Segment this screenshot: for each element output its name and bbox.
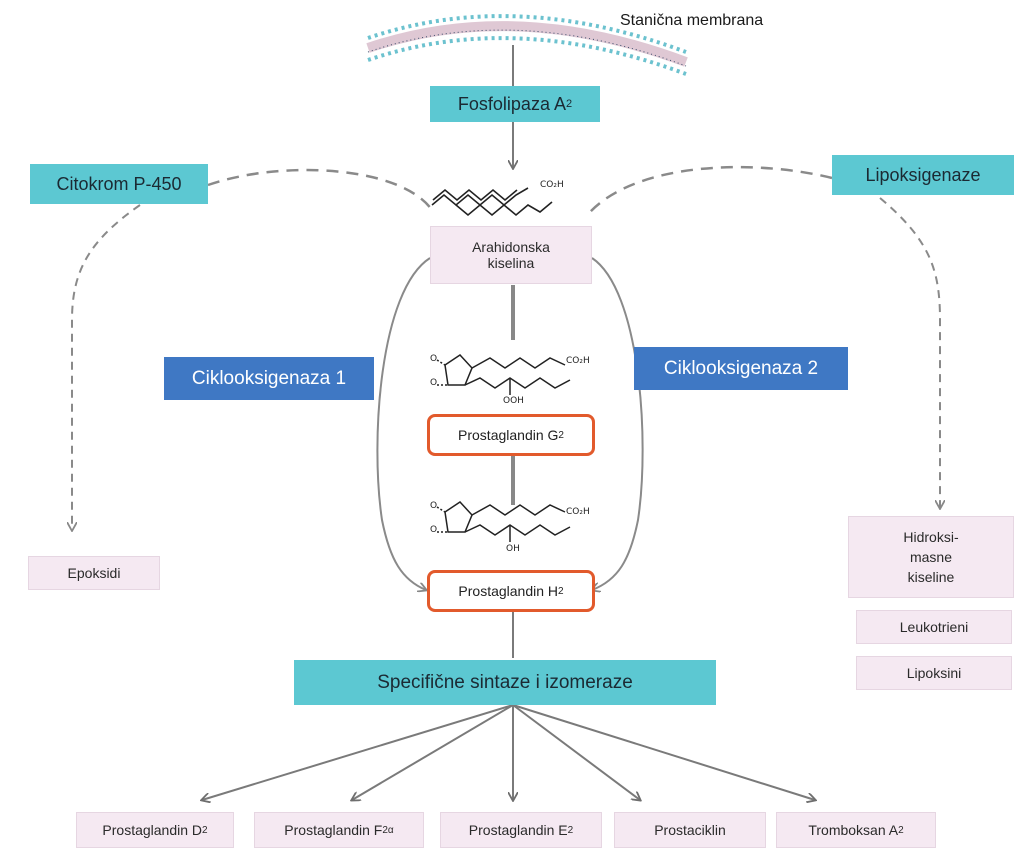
pgh2-o-bottom-label: O (430, 525, 438, 535)
pgh2-oh-label: OH (506, 544, 520, 554)
epoxides-box: Epoksidi (28, 556, 160, 590)
product-subscript: 2 (898, 824, 904, 836)
product-subscript: 2 (567, 824, 574, 836)
hydroxy-line3: kiseline (907, 569, 955, 585)
pgg2-subscript: 2 (558, 429, 564, 441)
pgh2-o-top-label: O (430, 501, 438, 511)
cyclooxygenase-1-box: Ciklooksigenaza 1 (164, 357, 374, 400)
arachidonic-line1: Arahidonska (472, 239, 550, 255)
pgh2-label: Prostaglandin H (458, 583, 559, 599)
membrane-graphic (366, 14, 688, 76)
pgg2-co2h-label: CO₂H (566, 356, 590, 366)
product-label: Prostaciklin (654, 822, 726, 838)
product-prostacyclin: Prostaciklin (614, 812, 766, 848)
leukotrienes-box: Leukotrieni (856, 610, 1012, 644)
product-label: Prostaglandin E (468, 822, 568, 838)
hydroxy-line2: masne (909, 549, 953, 565)
arachidonic-co2h-label: CO₂H (540, 180, 564, 190)
cytochrome-p450-box: Citokrom P-450 (30, 164, 208, 204)
pgg2-label: Prostaglandin G (458, 427, 559, 443)
product-label: Tromboksan A (808, 822, 899, 838)
arachidonic-acid-box: Arahidonska kiselina (430, 226, 592, 284)
pgg2-structure (436, 354, 571, 395)
cyclooxygenase-2-box: Ciklooksigenaza 2 (634, 347, 848, 390)
lipoxins-box: Lipoksini (856, 656, 1012, 690)
membrane-label: Stanična membrana (620, 12, 764, 29)
product-label: Prostaglandin F (284, 822, 383, 838)
arachidonic-line2: kiselina (487, 255, 535, 271)
phospholipase-label: Fosfolipaza A (457, 93, 566, 114)
specific-synthases-box: Specifične sintaze i izomeraze (294, 660, 716, 705)
phospholipase-subscript: 2 (565, 98, 573, 110)
product-subscript: 2α (382, 824, 394, 836)
pgh2-structure (436, 501, 571, 542)
hydroxy-line1: Hidroksi- (903, 529, 959, 545)
pgh2-co2h-label: CO₂H (566, 507, 590, 517)
lipoxygenase-box: Lipoksigenaze (832, 155, 1014, 195)
product-subscript: 2 (202, 824, 208, 836)
hydroxy-fatty-acids-box: Hidroksi- masne kiseline (848, 516, 1014, 598)
arachidonic-acid-structure (431, 187, 553, 217)
pgh2-subscript: 2 (558, 585, 564, 597)
pgg2-ooh-label: OOH (503, 396, 524, 406)
product-label: Prostaglandin D (102, 822, 203, 838)
pgg2-o-bottom-label: O (430, 378, 438, 388)
pgg2-o-top-label: O (430, 354, 438, 364)
